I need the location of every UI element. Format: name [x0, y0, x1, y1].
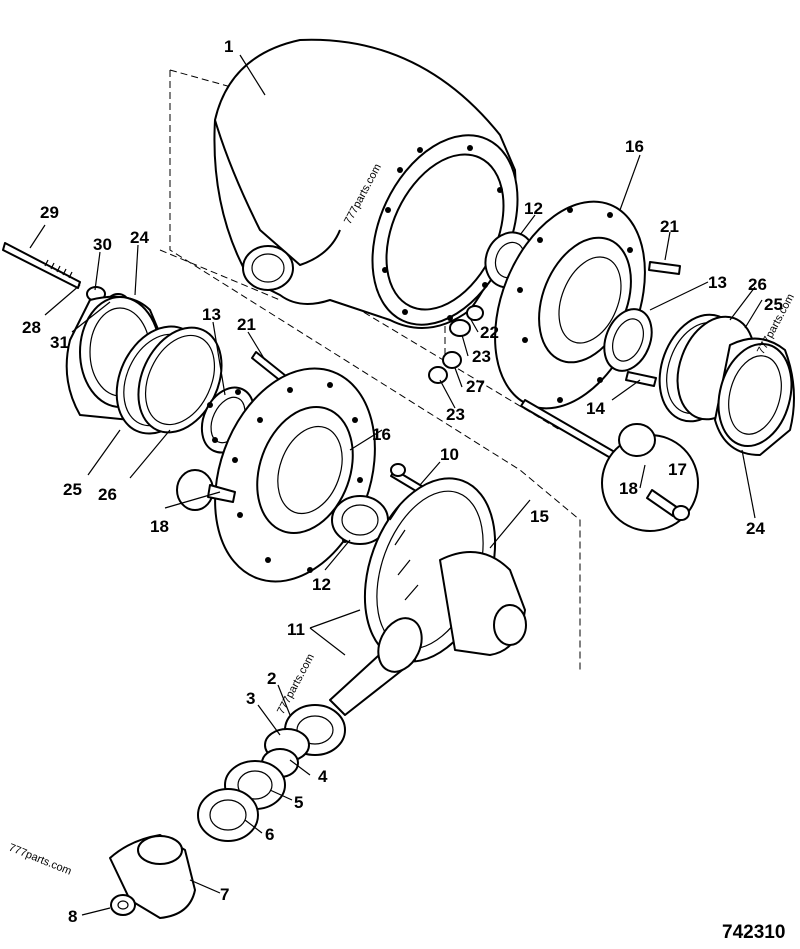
callout-26-left: 26 [98, 485, 117, 504]
callout-12-left: 12 [312, 575, 331, 594]
sensor-left [176, 469, 236, 511]
bearing-left [331, 495, 389, 545]
callout-25-right: 25 [764, 295, 783, 314]
callout-24-left: 24 [130, 228, 149, 247]
callout-14: 14 [586, 399, 605, 418]
drive-flange-yoke [109, 834, 196, 919]
detail-inset [520, 399, 699, 532]
fittings-22-23-27 [428, 305, 484, 384]
lock-nut-right [603, 308, 653, 372]
seal-rings-left [115, 325, 223, 435]
watermark-text: 777parts.com [7, 842, 73, 878]
callout-16-right: 16 [625, 137, 644, 156]
pinion-shaft [329, 617, 423, 716]
callout-18-left: 18 [150, 517, 169, 536]
callout-6: 6 [265, 825, 274, 844]
leader-lines [29, 54, 763, 916]
callout-17: 17 [668, 460, 687, 479]
callout-10: 10 [440, 445, 459, 464]
callout-13-left: 13 [202, 305, 221, 324]
callout-31: 31 [50, 333, 69, 352]
callout-5: 5 [294, 793, 303, 812]
callout-12-right: 12 [524, 199, 543, 218]
callout-21-right: 21 [660, 217, 679, 236]
axle-housing [213, 38, 519, 329]
callout-4: 4 [318, 767, 328, 786]
callout-7: 7 [220, 885, 229, 904]
breather-bolt-assembly [2, 242, 129, 311]
callout-21-left: 21 [237, 315, 256, 334]
callout-2: 2 [267, 669, 276, 688]
callouts: 1 29 30 24 28 31 13 21 16 10 15 18 12 25… [22, 37, 783, 926]
callout-23-lower: 23 [446, 405, 465, 424]
callout-30: 30 [93, 235, 112, 254]
callout-13-right: 13 [708, 273, 727, 292]
callout-15: 15 [530, 507, 549, 526]
pinion-bearing-stack [197, 704, 346, 842]
callout-8: 8 [68, 907, 77, 926]
callout-1: 1 [224, 37, 233, 56]
callout-18-right: 18 [619, 479, 638, 498]
crown-wheel-differential [363, 477, 527, 663]
drawing-number: 742310 [722, 922, 785, 943]
callout-3: 3 [246, 689, 255, 708]
callout-24-right: 24 [746, 519, 765, 538]
callout-28: 28 [22, 318, 41, 337]
callout-29: 29 [40, 203, 59, 222]
callout-27: 27 [466, 377, 485, 396]
callout-11: 11 [287, 620, 305, 639]
callout-26-right: 26 [748, 275, 767, 294]
callout-25-left: 25 [63, 480, 82, 499]
callout-22: 22 [480, 323, 499, 342]
callout-23-upper: 23 [472, 347, 491, 366]
callout-16-left: 16 [372, 425, 391, 444]
end-cover-right [714, 337, 795, 456]
